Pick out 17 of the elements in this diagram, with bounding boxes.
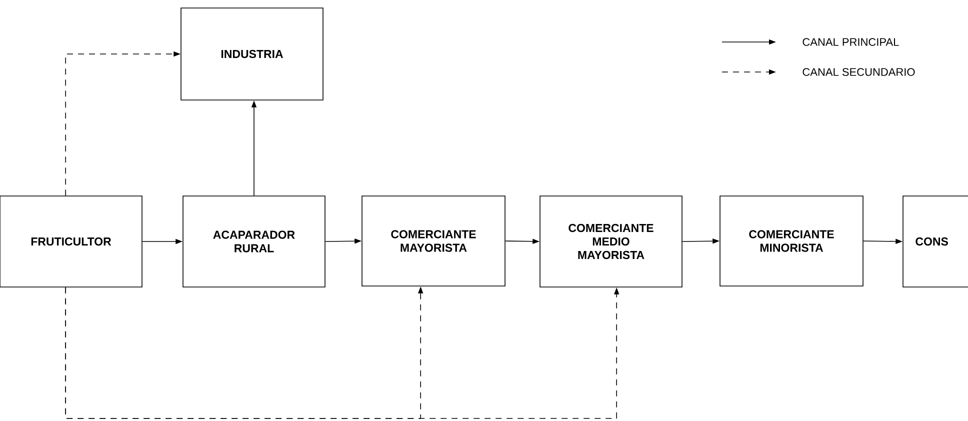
node-text: INDUSTRIA [221,50,283,58]
node-text: CONS [916,237,948,246]
arrow [65,287,620,419]
legend-text: CANAL PRINCIPAL [802,38,899,46]
process-box [720,196,864,286]
process-box [902,196,968,288]
process-box [540,196,682,288]
process-box [362,196,506,286]
process-box [182,196,326,288]
node-text: FRUTICULTOR [31,237,112,246]
node-text: ACAPARADOR RURAL [213,230,295,252]
process-box [180,8,324,100]
legend-text: CANAL SECUNDARIO [802,68,915,76]
node-text: COMERCIANTE MAYORISTA [391,230,476,252]
node-text: COMERCIANTE MEDIO MAYORISTA [568,224,654,260]
node-text: COMERCIANTE MINORISTA [749,230,834,252]
process-box [0,196,142,288]
